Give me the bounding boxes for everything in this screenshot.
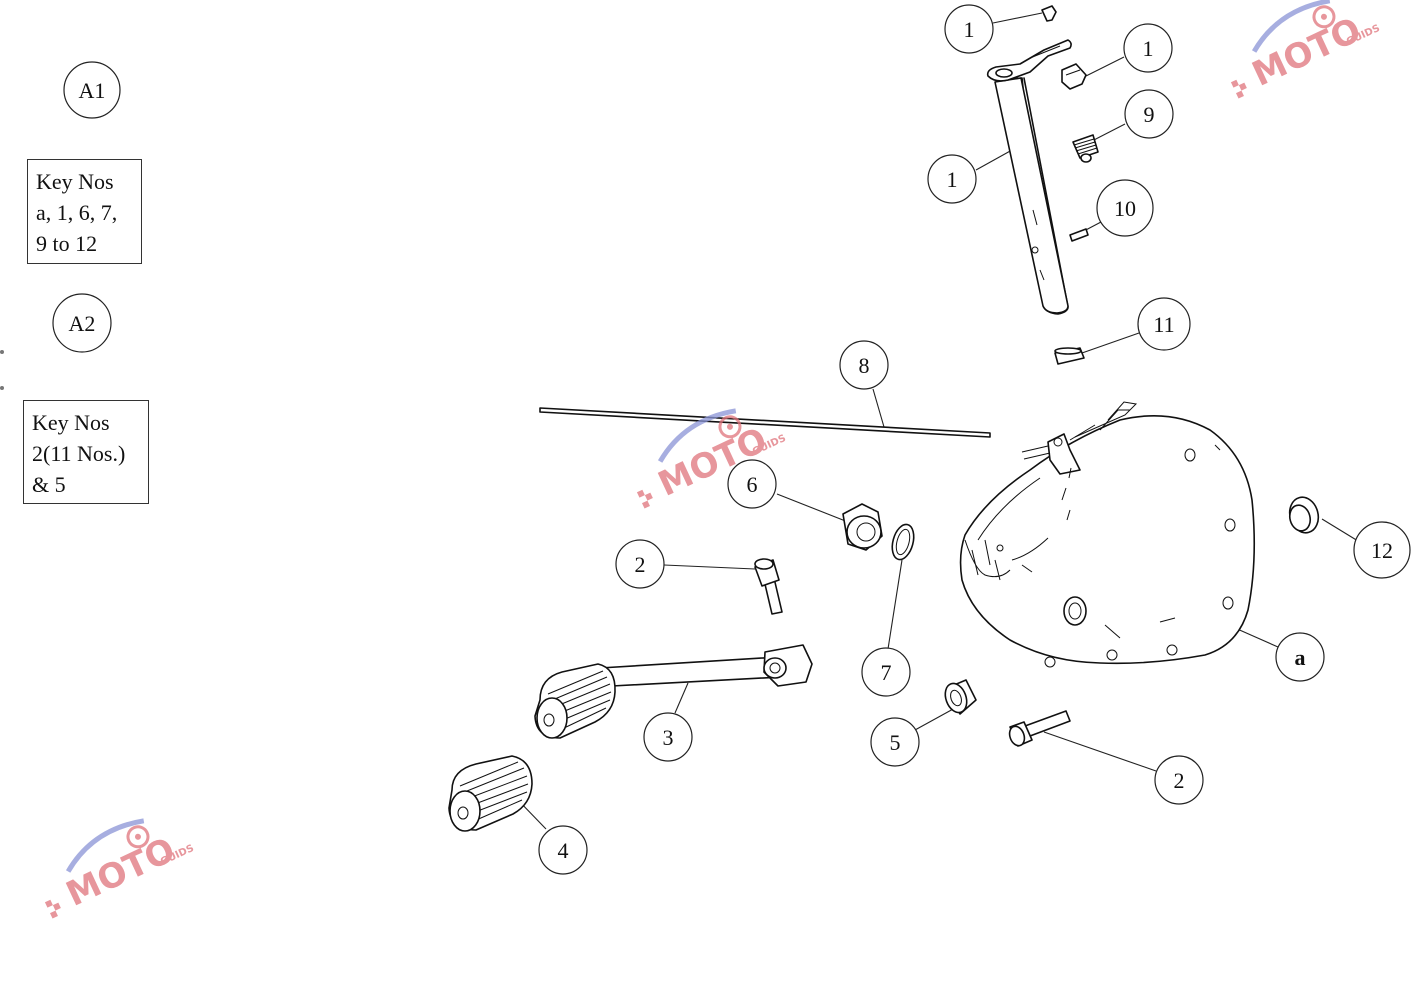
part-1-bracket [1061, 63, 1087, 90]
key-line: Key Nos [36, 169, 114, 194]
callout-label: 12 [1371, 538, 1393, 563]
callout-label: 1 [947, 167, 958, 192]
callout-label: 1 [1143, 36, 1154, 61]
part-10-pin [1069, 228, 1089, 242]
callout: 4 [538, 825, 588, 875]
callout: 1 [1123, 23, 1173, 73]
callout-label: 6 [747, 472, 758, 497]
checkered-flag-icon [1230, 79, 1247, 99]
group-label-a2-text: A2 [69, 311, 96, 336]
checkered-flag-icon [636, 489, 653, 509]
part-4-rubber [448, 755, 533, 832]
part-9-spring [1072, 134, 1099, 163]
callout-label: 8 [859, 353, 870, 378]
callout-label: 11 [1153, 312, 1174, 337]
callout: 1 [944, 4, 994, 54]
callout-label: a [1295, 645, 1306, 670]
gear-icon [1312, 5, 1336, 29]
callout: 6 [727, 459, 777, 509]
callout-label: 2 [635, 552, 646, 577]
group-label-a1-text: A1 [79, 78, 106, 103]
callout-label: 4 [558, 838, 569, 863]
key-line: & 5 [32, 472, 66, 497]
callout-label: 7 [881, 660, 892, 685]
callout-label: 1 [964, 17, 975, 42]
part-6-plug [842, 503, 883, 551]
callout-label: 3 [663, 725, 674, 750]
checkered-flag-icon [44, 899, 61, 919]
callout-label: 2 [1174, 768, 1185, 793]
key-line: 9 to 12 [36, 231, 98, 256]
watermark-logo: MOTO GUIDS [44, 818, 196, 919]
gear-icon [718, 415, 742, 439]
callout: 5 [870, 717, 920, 767]
watermark-logo: MOTO GUIDS [1230, 0, 1382, 99]
part-12-bung [1288, 496, 1320, 534]
callout-label: 10 [1114, 196, 1136, 221]
callout: 3 [643, 712, 693, 762]
key-line: a, 1, 6, 7, [36, 200, 118, 225]
part-2-bolt-lower [1008, 710, 1071, 747]
group-label-a1: A1 [63, 61, 121, 119]
callout: 10 [1096, 179, 1154, 237]
callout-label: 5 [890, 730, 901, 755]
part-2-bolt-upper [754, 558, 783, 615]
part-3-pedal [534, 644, 813, 739]
key-box-a1: Key Nos a, 1, 6, 7, 9 to 12 [27, 159, 142, 264]
callout: 8 [839, 340, 889, 390]
part-11-washer [1054, 347, 1085, 365]
gear-icon [126, 825, 150, 849]
part-5-washer [944, 679, 977, 715]
callout: 2 [1154, 755, 1204, 805]
part-7-o-ring [891, 523, 915, 561]
callout: 7 [861, 647, 911, 697]
part-8-rod [539, 407, 991, 438]
callout: 11 [1137, 297, 1191, 351]
key-line: Key Nos [32, 410, 110, 435]
key-box-a2: Key Nos 2(11 Nos.) & 5 [23, 400, 149, 504]
callout: 2 [615, 539, 665, 589]
callout-label: 9 [1144, 102, 1155, 127]
part-a-clutch-cover [959, 401, 1256, 668]
watermark-main-text: MOTO [1246, 10, 1367, 95]
callout: 9 [1124, 89, 1174, 139]
part-1-shaft [986, 39, 1072, 315]
part-1-clip [1041, 5, 1057, 22]
leader-lines [515, 12, 1359, 830]
key-line: 2(11 Nos.) [32, 441, 126, 466]
group-label-a2: A2 [52, 293, 112, 353]
watermark-main-text: MOTO [60, 830, 181, 915]
callout: a [1275, 632, 1325, 682]
callout: 1 [927, 154, 977, 204]
callout: 12 [1353, 521, 1411, 579]
